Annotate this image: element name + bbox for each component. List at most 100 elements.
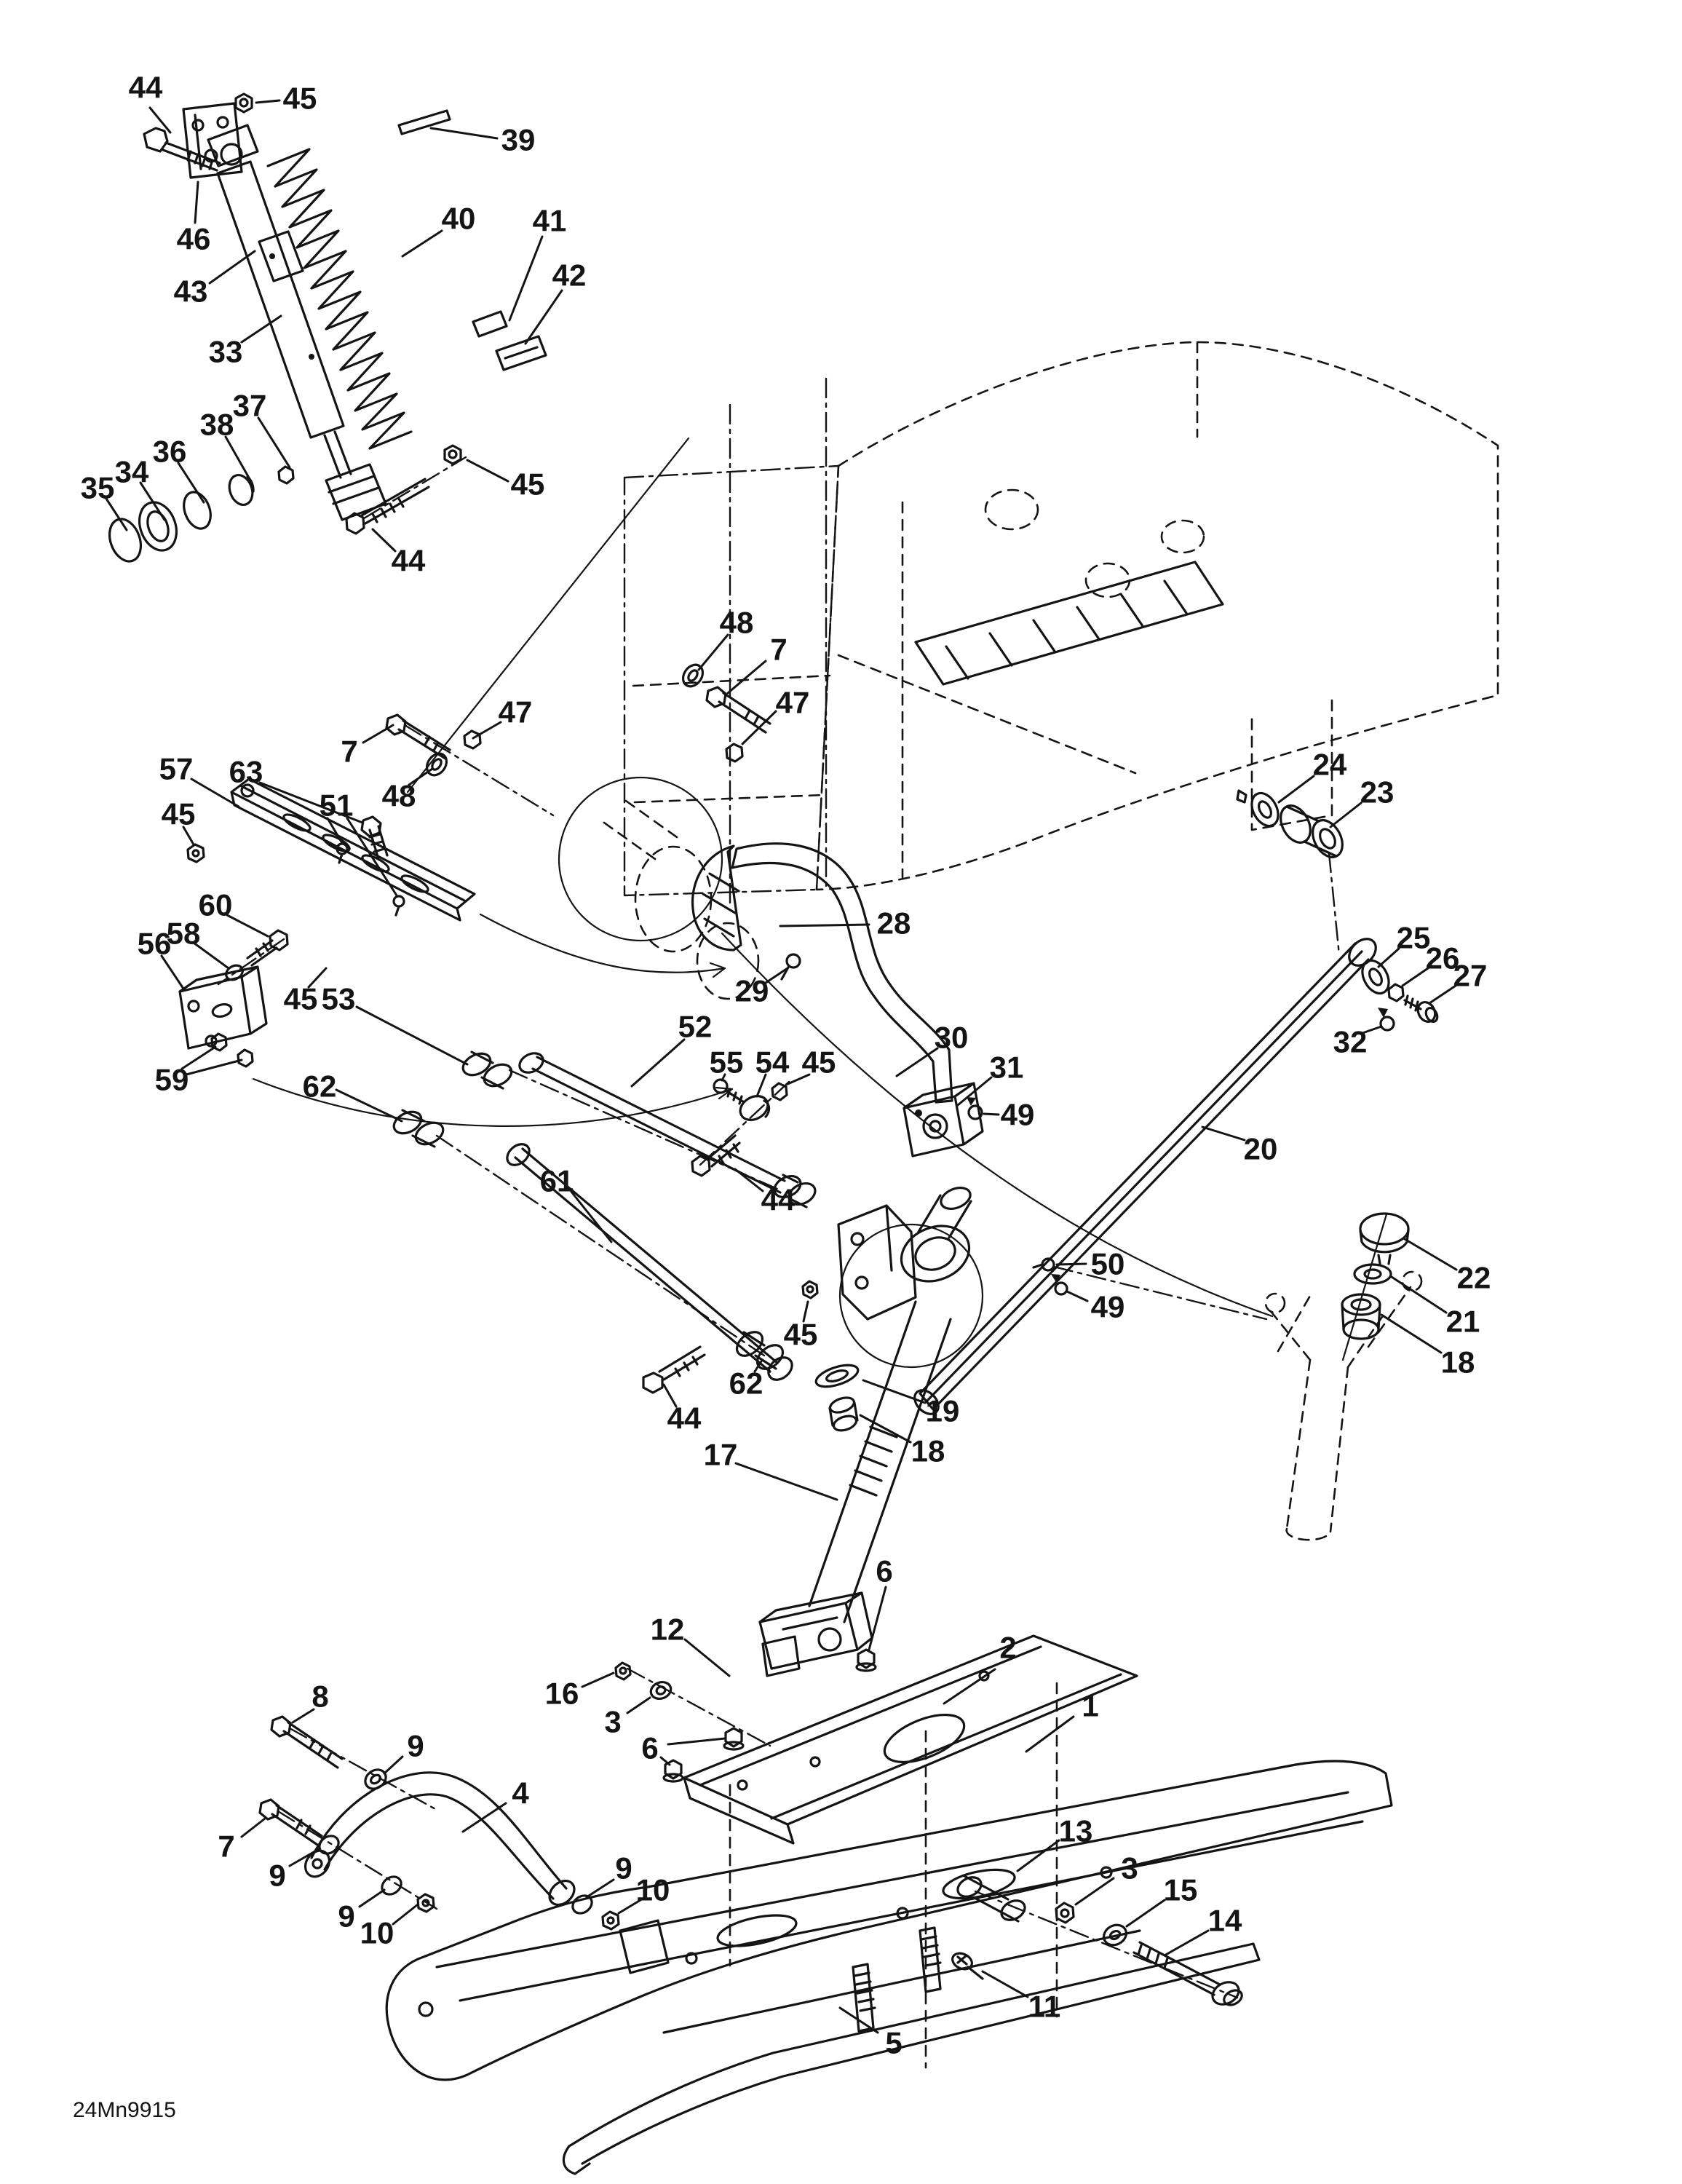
callout-29: 29 [735,967,789,1008]
spindle-phantom [1285,1358,1349,1541]
callout-leader [1025,1715,1075,1753]
frame-outline [815,341,1499,891]
callout-leader [139,481,166,521]
bolt-27-head2 [1424,1006,1439,1024]
callout-leader [755,1073,767,1098]
callout-leader [401,229,443,258]
callout-label: 7 [218,1829,234,1864]
bushing-23-body [1285,805,1338,858]
callout-13: 13 [1016,1814,1092,1872]
callout-label: 34 [115,455,149,489]
plate-2-hole [809,1756,821,1768]
rod-61 [514,1147,779,1373]
callout-51: 51 [320,788,398,897]
leg-17 [808,1300,952,1623]
bolt-44-head [143,127,169,153]
callout-44: 44 [662,1383,702,1436]
callout-leader [1377,947,1400,968]
bulkhead-plates [632,674,831,804]
spacer-13-end2 [1000,1899,1026,1921]
screw-51b-shaft [394,905,400,917]
callout-8: 8 [291,1679,329,1724]
bushing-53-end1 [461,1052,492,1077]
shock-rod [323,430,352,479]
callout-19: 19 [862,1379,959,1428]
plate-2-oval [883,1713,966,1764]
callout-leader [981,1970,1029,1998]
pin-49b-tip [1051,1274,1060,1283]
callout-leader [1401,967,1429,987]
callout-leader [335,1088,403,1123]
block-31-dot [915,1109,922,1117]
callout-label: 49 [1091,1290,1125,1324]
bolt-7b-axis [403,724,555,817]
flange-nut-6b-flange [662,1773,684,1783]
rod-61-left-eye [506,1143,531,1166]
detail-circle [558,776,723,942]
bracket-46-hole [216,116,229,129]
callout-leader [148,106,172,134]
frame-right-brace [1250,699,1333,831]
callout-label: 54 [755,1045,790,1080]
handle-4-end [548,1879,576,1907]
callout-37: 37 [233,389,291,469]
callout-leader [326,817,344,844]
callout-33: 33 [209,314,282,369]
callout-31: 31 [956,1051,1023,1107]
screw-11-head [951,1952,973,1971]
bracket-46-hole [191,119,205,132]
callout-3: 3 [604,1696,651,1739]
block-31-bore [922,1113,948,1139]
callout-11: 11 [981,1970,1060,2024]
leg-thread-band [849,1425,898,1497]
screw-11-detail [956,1954,984,1980]
callout-label: 11 [1028,1990,1060,2024]
callout-leader [182,826,195,846]
spring-slide-42 [495,335,547,371]
washer-21-bore [1363,1268,1382,1280]
callout-leader [726,660,767,695]
bolt-44c-shaft [706,1134,741,1168]
callout-49: 49 [1066,1290,1125,1324]
callout-leader [190,778,240,808]
leg-boss-bore [914,1236,956,1271]
bracket-bolt-axis [217,938,285,986]
spring-slide-41 [472,310,508,338]
mount-plate-2 [683,1634,1138,1845]
callout-47: 47 [741,686,809,745]
pin-49b [1054,1281,1068,1296]
callout-label: 2 [999,1631,1016,1665]
nut-47a [725,743,744,763]
ski-assembly-drawing [258,1634,1393,2175]
flange-28 [691,844,742,951]
bolt-14-head [1211,1981,1240,2006]
shock-eye [220,143,243,166]
callout-label: 60 [199,888,233,922]
bolt-7b-shaft [397,719,451,760]
nut-3b [1055,1902,1075,1924]
bushing-18-sides [1341,1303,1381,1331]
callout-label: 12 [651,1613,685,1647]
callout-leader [734,1462,838,1501]
callout-leader [659,1756,671,1766]
washer-9d [571,1894,593,1915]
ski-1-outline [385,1760,1393,2081]
callout-leader [358,1888,386,1908]
callout-leader [392,1903,419,1926]
callout-26: 26 [1401,941,1459,987]
nut-26 [1387,983,1405,1002]
callout-54: 54 [755,1045,790,1098]
callout-leader [1403,1238,1458,1271]
spacer-13-end1 [956,1876,983,1898]
callout-leader [838,2006,879,2034]
callout-10: 10 [617,1873,670,1915]
callout-label: 44 [129,71,163,105]
callout-label: 44 [392,544,426,578]
saddle-eye [817,1627,842,1652]
callout-44: 44 [129,71,172,134]
callout-leader [181,1045,217,1070]
bracket-46 [182,102,243,179]
runner-5 [562,1942,1261,2175]
callout-leader [466,459,509,483]
cup-washer-54-depth [763,1099,771,1118]
